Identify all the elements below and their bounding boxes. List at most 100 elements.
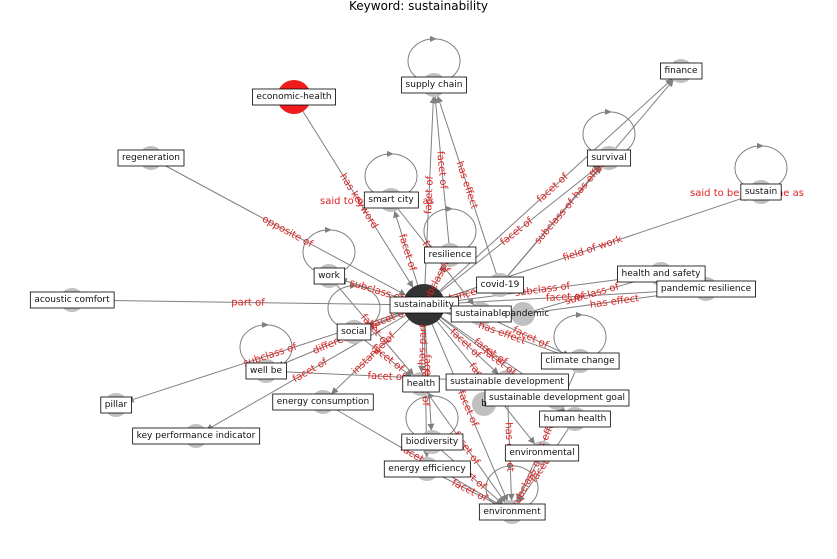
node-label-supply-chain: supply chain	[401, 76, 467, 94]
node-label-text-sustainability: sustainability	[394, 300, 455, 310]
node-label-box-pillar	[100, 396, 132, 414]
node-label-environmental: environmental	[504, 444, 580, 462]
node-label-text-supply-chain: supply chain	[406, 80, 463, 90]
node-label-text-pandemic: pandemic	[505, 309, 549, 319]
edge-layer	[71, 78, 751, 508]
edge-sustainability-finance	[423, 78, 673, 306]
edge-economic-health-sustainability	[293, 96, 414, 288]
node-label-text-health: health	[407, 379, 436, 389]
node-label-text-key-performance-indicator: key performance indicator	[137, 431, 256, 441]
node-label-text-acoustic-comfort: acoustic comfort	[34, 295, 110, 305]
node-label-box-key-performance-indicator	[132, 427, 261, 445]
node-label-box-sustainability	[389, 296, 460, 314]
node-label-text-economic-health: economic-health	[256, 92, 331, 102]
node-label-box-regeneration	[117, 149, 185, 167]
node-label-text-pillar: pillar	[105, 400, 128, 410]
edge-sustainability-energy-consumption	[331, 304, 425, 395]
node-label-box-energy-consumption	[272, 393, 374, 411]
node-label-pandemic: pandemic	[505, 309, 549, 319]
edge-resilience-supply-chain	[432, 96, 451, 256]
node-label-pillar: pillar	[100, 396, 132, 414]
node-label-box-environmental	[504, 444, 580, 462]
edge-pandemic-health-and-safety	[522, 275, 651, 315]
node-label-text-well-be: well be	[250, 366, 282, 376]
edge-sustainability-environment	[423, 304, 509, 502]
node-label-box-resilience	[424, 246, 477, 264]
edge-sustainability-climate-change	[423, 304, 570, 359]
node-label-text-finance: finance	[664, 66, 698, 76]
self-loop-arrow-smart-city	[387, 150, 394, 157]
node-label-text-energy-efficiency: energy efficiency	[388, 464, 466, 474]
node-label-human-health: human health	[539, 410, 611, 428]
self-loop-arrow-work	[325, 226, 332, 233]
node-label-text-environment: environment	[483, 507, 541, 517]
node-label-climate-change: climate change	[540, 352, 620, 370]
self-loop-arrow-survival	[605, 108, 612, 115]
self-loop-arrow-social	[350, 282, 357, 289]
node-label-text-pandemic-resilience: pandemic resilience	[661, 284, 752, 294]
node-label-box-pandemic-resilience	[656, 280, 756, 298]
node-label-sustainable: sustainable	[450, 305, 512, 323]
node-label-sustainability: sustainability	[389, 296, 460, 314]
node-label-text-sustain: sustain	[745, 187, 777, 197]
node-label-layer: sustainability economic-health supply chai…	[29, 62, 782, 521]
node-label-text-sustainable-development: sustainable development	[450, 377, 564, 387]
node-label-sustainable-development-goal: sustainable development goal	[484, 389, 630, 407]
edge-sustainability-pillar	[126, 304, 425, 403]
node-label-text-covid-19: covid-19	[481, 280, 520, 290]
node-label-text-regeneration: regeneration	[122, 153, 180, 163]
node-label-environment: environment	[478, 503, 546, 521]
node-label-box-biodiversity	[401, 433, 464, 451]
node-label-text-social: social	[341, 327, 367, 337]
edge-label-covid-19-supply-chain: has effect	[454, 160, 480, 210]
node-label-text-health-and-safety: health and safety	[622, 269, 702, 279]
node-label-b-node: b	[481, 399, 487, 409]
edge-label-sustainability-health: has part	[417, 324, 430, 366]
self-loop-arrow-climate-change	[576, 311, 583, 318]
node-label-well-be: well be	[245, 362, 287, 380]
node-label-box-well-be	[245, 362, 287, 380]
node-label-box-finance	[660, 62, 703, 80]
node-label-box-covid-19	[476, 276, 525, 294]
edge-label-sustainability-supply-chain: facet of	[423, 175, 436, 214]
node-label-text-work: work	[318, 271, 341, 281]
node-label-sustainable-development: sustainable development	[445, 373, 569, 391]
edge-sustainability-health-and-safety	[423, 272, 650, 306]
edge-sustainability-supply-chain	[423, 96, 437, 306]
node-label-text-resilience: resilience	[429, 250, 472, 260]
edge-label-resilience-supply-chain: facet of	[434, 151, 449, 190]
self-loop-arrow-sustain	[757, 142, 764, 149]
edge-label-regeneration-sustainability: opposite of	[260, 214, 315, 250]
edge-label-acoustic-comfort-sustainability: part of	[231, 297, 265, 308]
edge-label-sustainability-smart-city: facet of	[396, 233, 418, 273]
node-label-health-and-safety: health and safety	[617, 265, 706, 283]
node-label-text-sustainable-development-goal: sustainable development goal	[489, 393, 625, 403]
self-loop-arrow-supply-chain	[430, 35, 437, 42]
node-label-text-b-node: b	[481, 399, 487, 409]
node-label-acoustic-comfort: acoustic comfort	[29, 291, 115, 309]
node-pandemic[interactable]	[511, 302, 535, 326]
node-label-energy-consumption: energy consumption	[272, 393, 374, 411]
node-label-text-human-health: human health	[544, 414, 607, 424]
node-label-social: social	[336, 323, 372, 341]
node-label-text-climate-change: climate change	[545, 356, 615, 366]
edge-regeneration-sustainability	[150, 157, 407, 296]
node-label-text-environmental: environmental	[509, 448, 574, 458]
node-label-text-energy-consumption: energy consumption	[277, 397, 370, 407]
node-label-key-performance-indicator: key performance indicator	[132, 427, 261, 445]
self-loop-arrow-resilience	[446, 205, 453, 212]
node-label-text-biodiversity: biodiversity	[406, 437, 459, 447]
edge-sustainability-key-performance-indicator	[205, 304, 425, 431]
edge-energy-consumption-environment	[322, 401, 503, 507]
node-label-box-smart-city	[363, 191, 419, 209]
node-label-biodiversity: biodiversity	[401, 433, 464, 451]
node-label-box-sustainable	[450, 305, 512, 323]
node-label-box-economic-health	[252, 88, 336, 106]
node-label-box-social	[336, 323, 372, 341]
node-label-health: health	[402, 375, 440, 393]
node-label-box-sustain	[740, 183, 782, 201]
edge-label-well-be-sustainable-development: facet of	[367, 371, 406, 384]
node-label-sustain: sustain	[740, 183, 782, 201]
node-label-finance: finance	[660, 62, 703, 80]
